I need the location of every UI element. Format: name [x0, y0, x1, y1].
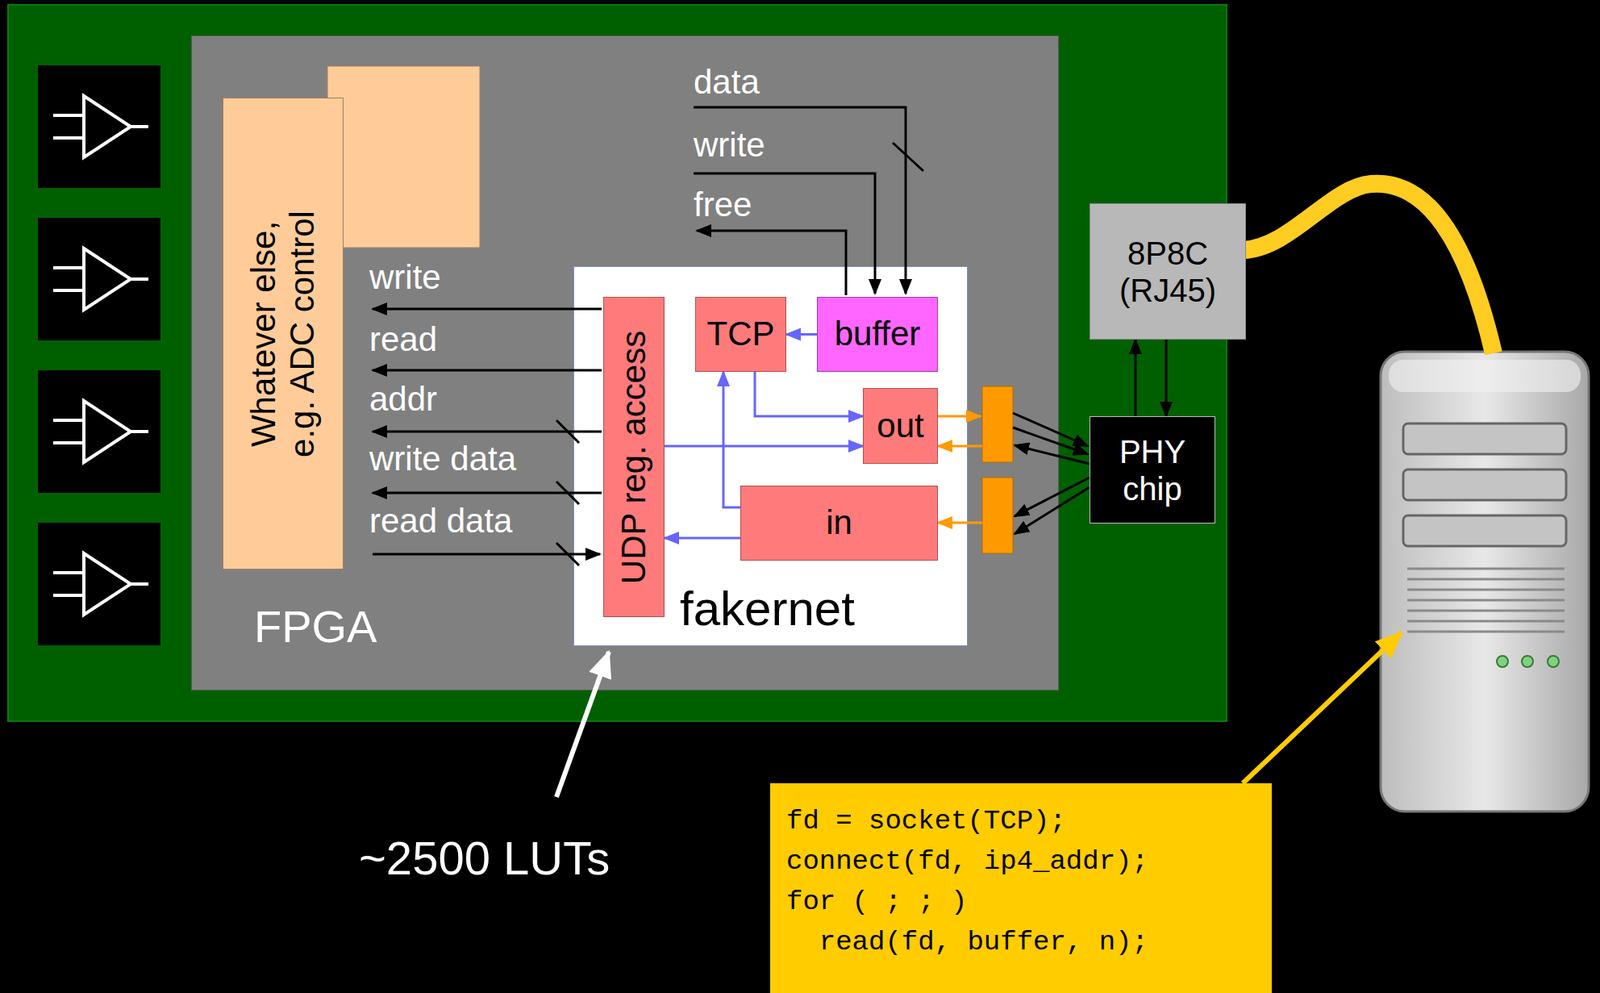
node-label: FPGA — [254, 600, 377, 653]
code-box: fd = socket(TCP);connect(fd, ip4_addr);f… — [770, 783, 1272, 993]
data-flow-arrow — [754, 371, 863, 417]
code-line: fd = socket(TCP); — [786, 800, 1256, 842]
node-label: 8P8C (RJ45) — [1093, 234, 1242, 309]
data-flow-arrow — [1134, 339, 1138, 417]
pointer-arrow — [556, 651, 609, 797]
io-buffers — [936, 386, 1090, 554]
data-flow-arrow — [664, 445, 863, 448]
node-label: fakernet — [679, 580, 855, 637]
signal-name: write — [369, 258, 442, 297]
circuit-board — [8, 4, 1227, 721]
buffer-box: buffer — [816, 296, 938, 372]
logic-block: Whatever else, e.g. ADC control — [222, 97, 344, 570]
signal-name: data — [693, 62, 760, 102]
process-box: TCP — [695, 296, 787, 372]
signal-name: write data — [369, 439, 517, 479]
node-label: in — [825, 503, 853, 542]
fpga-region: FPGA Whatever else, e.g. ADC control faker… — [191, 35, 1059, 691]
connector-box: 8P8C (RJ45) — [1089, 203, 1246, 340]
data-flow-arrow — [786, 333, 817, 336]
amplifier-symbol — [37, 370, 161, 493]
signal-name: write — [693, 125, 766, 165]
pointer-arrow — [1242, 632, 1402, 784]
signal-name: read data — [369, 501, 513, 541]
signal-name: free — [693, 185, 752, 225]
node-label: UDP reg. access — [614, 329, 654, 584]
node-label: PHY chip — [1093, 433, 1212, 508]
logic-block — [327, 66, 480, 248]
buffer-signals — [693, 107, 924, 296]
code-line: connect(fd, ip4_addr); — [786, 841, 1256, 882]
chip-box: PHY chip — [1089, 416, 1216, 524]
module-region: fakernet UDP reg. access TCP buffer out in — [573, 266, 968, 646]
process-box: UDP reg. access — [603, 296, 665, 617]
amplifier-symbol — [37, 522, 161, 646]
amplifier-symbol — [37, 217, 161, 341]
annotation: ~2500 LUTs — [358, 830, 610, 885]
node-label: TCP — [707, 314, 775, 354]
process-box: in — [740, 485, 938, 561]
code-line: read(fd, buffer, n); — [786, 921, 1256, 963]
node-label: buffer — [834, 314, 921, 354]
data-flow-arrow — [1165, 339, 1168, 417]
process-box: out — [862, 387, 938, 464]
signal-name: addr — [369, 379, 438, 419]
server-icon — [1380, 351, 1589, 812]
network-cable — [1242, 183, 1494, 354]
code-line: for ( ; ; ) — [786, 881, 1256, 922]
node-label: out — [876, 406, 924, 446]
data-flow-arrow — [723, 371, 741, 508]
data-flow-arrow — [664, 537, 741, 540]
node-label: Whatever else, e.g. ADC control — [244, 188, 323, 480]
signal-name: read — [369, 320, 438, 359]
amplifier-symbol — [37, 65, 161, 188]
